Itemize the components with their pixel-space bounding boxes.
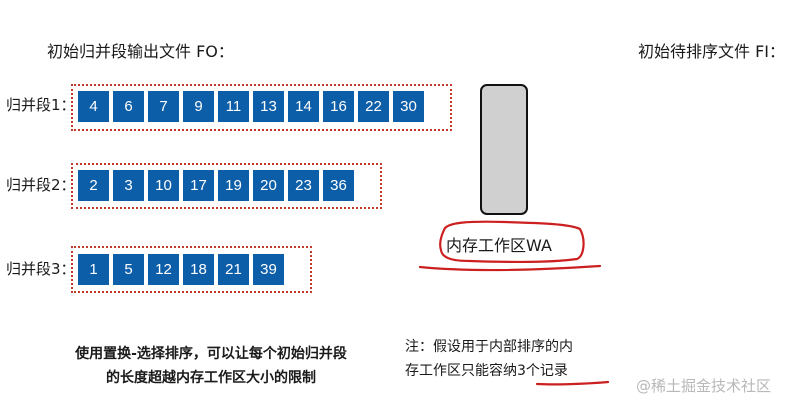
- run-cell: 7: [148, 91, 179, 122]
- run-cell: 21: [218, 254, 249, 285]
- run-cell: 14: [288, 91, 319, 122]
- run-cell: 12: [148, 254, 179, 285]
- run-cell: 36: [323, 170, 354, 201]
- run-cell: 2: [78, 170, 109, 201]
- run-cell: 20: [253, 170, 284, 201]
- run-cell: 4: [78, 91, 109, 122]
- run-frame-3: [71, 246, 312, 293]
- run-cells-3: 1 5 12 18 21 39: [78, 254, 284, 285]
- run-cell: 6: [113, 91, 144, 122]
- note-right-line-2: 存工作区只能容纳3个记录: [405, 363, 568, 379]
- run-cell: 10: [148, 170, 179, 201]
- run-frame-1: [71, 84, 452, 131]
- run-cell: 5: [113, 254, 144, 285]
- input-file-title: 初始待排序文件 FI：: [638, 42, 786, 61]
- run-cell: 18: [183, 254, 214, 285]
- workarea-hand-underline: [418, 264, 602, 272]
- run-label-1: 归并段1：: [6, 96, 76, 114]
- run-cell: 17: [183, 170, 214, 201]
- note-right-line-1: 注：假设用于内部排序的内: [405, 339, 573, 355]
- watermark-text: @稀土掘金技术社区: [636, 377, 772, 395]
- run-cells-1: 4 6 7 9 11 13 14 16 22 30: [78, 91, 424, 122]
- workarea-label: 内存工作区WA: [446, 236, 552, 255]
- note-left-line-1: 使用置换-选择排序，可以让每个初始归并段: [75, 346, 347, 362]
- run-cell: 13: [253, 91, 284, 122]
- run-cells-2: 2 3 10 17 19 20 23 36: [78, 170, 354, 201]
- output-file-title: 初始归并段输出文件 FO：: [47, 42, 234, 61]
- run-cell: 11: [218, 91, 249, 122]
- run-cell: 39: [253, 254, 284, 285]
- note-left-line-2: 的长度超越内存工作区大小的限制: [106, 370, 316, 386]
- workarea-box: [480, 84, 528, 215]
- note-left: 使用置换-选择排序，可以让每个初始归并段 的长度超越内存工作区大小的限制: [42, 342, 380, 390]
- run-label-3: 归并段3：: [6, 260, 76, 278]
- run-cell: 22: [358, 91, 389, 122]
- run-cell: 19: [218, 170, 249, 201]
- run-cell: 3: [113, 170, 144, 201]
- run-cell: 23: [288, 170, 319, 201]
- run-cell: 30: [393, 91, 424, 122]
- run-cell: 9: [183, 91, 214, 122]
- run-frame-2: [71, 163, 382, 209]
- run-cell: 1: [78, 254, 109, 285]
- run-cell: 16: [323, 91, 354, 122]
- run-label-2: 归并段2：: [6, 176, 76, 194]
- note-right: 注：假设用于内部排序的内 存工作区只能容纳3个记录: [405, 335, 573, 383]
